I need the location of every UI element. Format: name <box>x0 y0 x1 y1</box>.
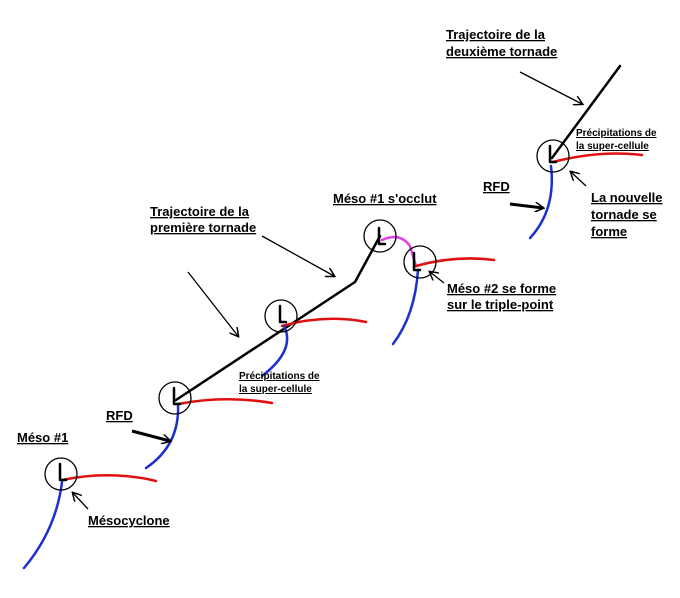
label-precip-right-1: Précipitations de <box>576 128 657 139</box>
meso-circle-5 <box>536 139 570 173</box>
stage-4-occlusion <box>363 219 496 346</box>
arrow-occlusion <box>261 235 334 276</box>
arrow-mesocyclone <box>73 493 89 510</box>
label-precip-right-2: la super-cellule <box>576 141 649 152</box>
meso-circle-occluding <box>363 219 397 253</box>
label-meso2-2: sur le triple-point <box>447 297 554 312</box>
precip-front-5 <box>551 152 644 164</box>
occlusion-segment <box>380 235 418 268</box>
arrow-rfd-right <box>509 204 543 208</box>
label-new-tornado-2: tornade se <box>591 207 657 222</box>
precip-front-3 <box>280 317 368 328</box>
rfd-gust-front-1 <box>22 480 64 570</box>
stage-1-mesocyclone <box>22 457 158 570</box>
meso-circle-new <box>403 245 437 279</box>
meso-l-marker-occluding <box>377 226 387 246</box>
meso-l-marker-5 <box>548 144 558 164</box>
meso-l-marker-new <box>412 251 422 272</box>
label-traj1-2: première tornade <box>150 220 256 235</box>
first-tornado-track <box>174 234 382 402</box>
precip-front-1 <box>60 474 158 483</box>
label-traj2-2: deuxième tornade <box>446 44 557 59</box>
label-precip-left-2: la super-cellule <box>239 384 312 395</box>
arrow-traj2 <box>519 71 582 104</box>
meso-circle-3 <box>264 299 298 333</box>
precip-front-2 <box>176 398 274 406</box>
arrow-traj1 <box>187 271 238 336</box>
label-meso1-occlusion: Méso #1 s'occlut <box>333 191 437 206</box>
label-new-tornado-1: La nouvelle <box>591 190 663 205</box>
arrow-meso2 <box>430 272 445 284</box>
stage-5-new-tornado <box>528 139 644 240</box>
meso-l-marker-2 <box>172 386 182 406</box>
label-rfd-left: RFD <box>106 408 133 423</box>
label-meso1: Méso #1 <box>17 430 68 445</box>
label-mesocyclone: Mésocyclone <box>88 513 170 528</box>
label-traj1-1: Trajectoire de la <box>150 204 250 219</box>
precip-front-4 <box>414 257 496 268</box>
arrow-new-tornado <box>571 172 587 187</box>
rfd-gust-front-5 <box>528 164 553 240</box>
label-meso2-1: Méso #2 se forme <box>447 281 556 296</box>
rfd-gust-front-3 <box>260 324 289 378</box>
meso-circle-2 <box>158 381 192 415</box>
second-tornado-track <box>550 64 622 160</box>
label-new-tornado-3: forme <box>591 224 627 239</box>
label-rfd-right: RFD <box>483 179 510 194</box>
meso-circle-1 <box>44 457 78 491</box>
meso-l-marker-3 <box>278 304 288 324</box>
meso-l-marker-1 <box>58 462 68 482</box>
arrow-rfd-left <box>131 429 170 441</box>
label-precip-left-1: Précipitations de <box>239 371 320 382</box>
stage-3-mesocyclone <box>260 299 368 378</box>
label-traj2-1: Trajectoire de la <box>446 27 546 42</box>
rfd-gust-front-4 <box>391 268 420 346</box>
